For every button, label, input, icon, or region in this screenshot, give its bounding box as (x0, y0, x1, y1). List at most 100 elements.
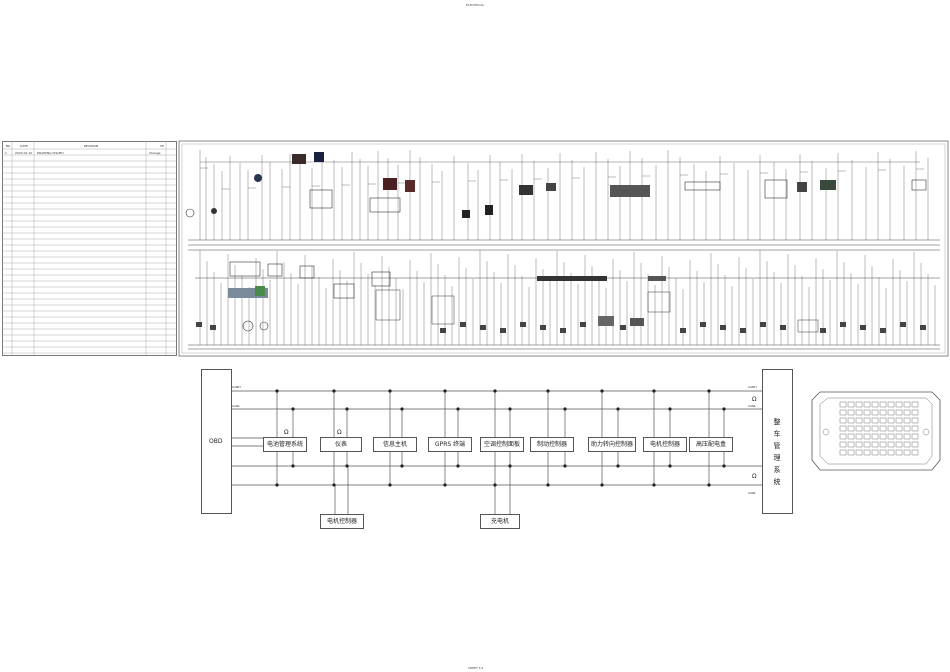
fuse-cell (847, 433, 855, 440)
junction-dot (616, 407, 620, 411)
fuse-cell (871, 449, 879, 456)
junction-dot (563, 464, 567, 468)
junction-dot (668, 464, 672, 468)
bottom-sheet-mark: SHEET 1/1 (468, 666, 484, 670)
fuse-cell (903, 449, 911, 456)
fuse-cell (839, 441, 847, 448)
fuse-cell (903, 417, 911, 424)
omega-left: Ω (284, 429, 289, 436)
fuse-cell (863, 425, 871, 432)
lower-wiring (199, 250, 936, 345)
fuse-cell (887, 433, 895, 440)
junction-dot (388, 389, 392, 393)
junction-dot (600, 483, 604, 487)
component-photo (648, 276, 666, 281)
component-photo (228, 288, 268, 298)
component-photo (720, 325, 726, 330)
junction-dot (493, 389, 497, 393)
fuse-cell (879, 417, 887, 424)
junction-dot (652, 483, 656, 487)
junction-dot (722, 407, 726, 411)
upper-components (185, 152, 927, 218)
fuse-cell (855, 401, 863, 408)
connector-grid (647, 291, 671, 313)
fuse-cell (847, 409, 855, 416)
fuse-cell (863, 433, 871, 440)
can-bus-lines (232, 390, 762, 486)
connector-block (333, 283, 355, 299)
fuse-cell (855, 417, 863, 424)
bus-label-low-right: CANL (748, 491, 757, 495)
component-photo (860, 325, 866, 330)
component-photo (920, 325, 926, 330)
fuse-cell (879, 441, 887, 448)
fuse-box-mount (922, 428, 930, 436)
fuse-box-drawing (811, 391, 941, 471)
connector-block (229, 261, 261, 277)
fuse-cell (847, 425, 855, 432)
component-photo (820, 180, 836, 190)
junction-dot (443, 483, 447, 487)
component-photo (620, 325, 626, 330)
rev-row-1-date: 2020.01.10 (15, 151, 33, 155)
fuse-cell (879, 401, 887, 408)
component-photo (211, 208, 217, 214)
fuse-cell (855, 441, 863, 448)
vcu-label: 整车管理系统 (773, 418, 781, 486)
fuse-cell (903, 441, 911, 448)
fuse-cell (887, 425, 895, 432)
fuse-cell (887, 441, 895, 448)
component-photo (480, 325, 486, 330)
component-photo (383, 178, 397, 190)
fuse-cell (879, 449, 887, 456)
bus-label-mid-right: CANL (748, 404, 757, 408)
fuse-box-mount (822, 428, 830, 436)
rev-header-revision: REVISION (83, 144, 99, 148)
omega-right-low: Ω (752, 473, 757, 480)
fuse-cell (895, 449, 903, 456)
component-photo (598, 316, 614, 326)
fuse-cell (903, 433, 911, 440)
fuse-cell (895, 425, 903, 432)
junction-dot (616, 464, 620, 468)
connector-block (431, 295, 455, 325)
can-module-9: 高压配电盒 (689, 437, 733, 452)
vehicle-control-unit (762, 369, 793, 514)
fuse-cell (895, 401, 903, 408)
fuse-cell (839, 417, 847, 424)
junction-dot (546, 483, 550, 487)
rev-header-change: Change (149, 151, 161, 155)
can-module-7: 助力转向控制器 (588, 437, 636, 452)
component-photo (460, 322, 466, 327)
junction-dot (400, 407, 404, 411)
component-photo (520, 322, 526, 327)
junction-dot (508, 407, 512, 411)
fuse-cell (839, 401, 847, 408)
connector-block (371, 271, 391, 287)
component-photo (780, 325, 786, 330)
bus-label-top-right: CANH (748, 385, 757, 389)
component-photo (580, 322, 586, 327)
fuse-cell (911, 401, 919, 408)
junction-dot (291, 407, 295, 411)
fuse-cell (871, 417, 879, 424)
component-photo (880, 328, 886, 333)
connector-block (684, 181, 721, 191)
connector-block (911, 179, 927, 191)
component-photo (405, 180, 415, 192)
connector-block (299, 265, 315, 279)
can-module-5: 空调控制面板 (480, 437, 524, 452)
junction-dot (456, 407, 460, 411)
fuse-cell (871, 409, 879, 416)
component-photo (840, 322, 846, 327)
fuse-cell (863, 409, 871, 416)
connector-block (267, 263, 283, 277)
component-photo (900, 322, 906, 327)
motor-symbol (242, 320, 254, 332)
obd-connector (201, 369, 232, 514)
component-photo (255, 286, 265, 296)
lower-components (196, 261, 926, 333)
fuse-cell (887, 417, 895, 424)
fuse-cell (863, 449, 871, 456)
